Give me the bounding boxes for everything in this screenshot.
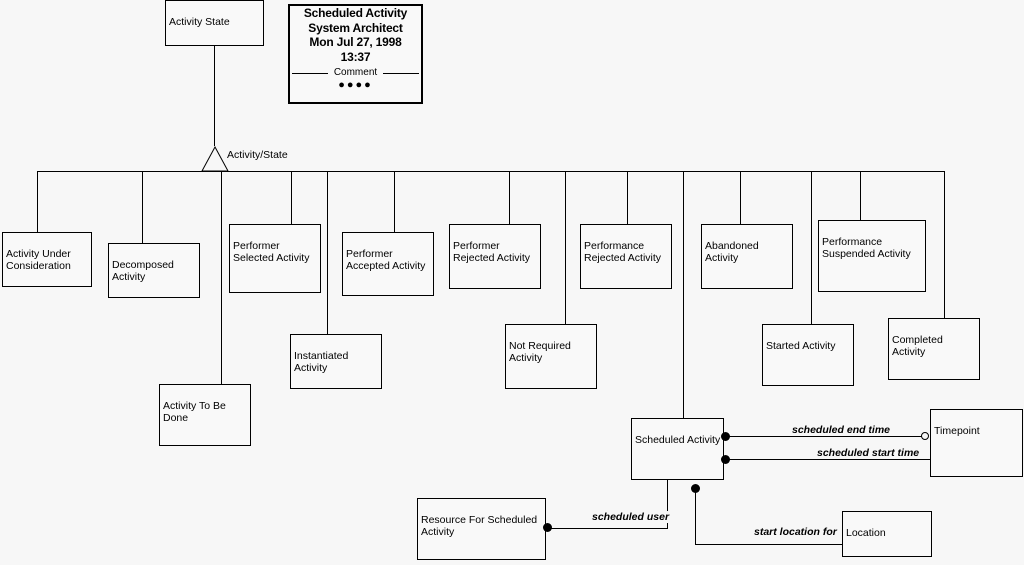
- relationship-line-start-location-for-horizontal[interactable]: [695, 544, 843, 545]
- comment-rule-left: [292, 73, 328, 74]
- entity-label: Activity To Be Done: [163, 399, 226, 425]
- discriminator-label: Activity/State: [226, 149, 289, 161]
- entity-started-activity[interactable]: Started Activity: [762, 324, 854, 386]
- entity-activity-to-be-done[interactable]: Activity To Be Done: [159, 384, 251, 446]
- stem-started-activity: [811, 171, 812, 325]
- comment-label: Comment: [333, 67, 378, 78]
- title-line-time: 13:37: [340, 49, 371, 64]
- optional-end-scheduled-end-time: [921, 432, 929, 440]
- entity-label: Location: [846, 526, 886, 539]
- title-line-tool: System Architect: [308, 20, 403, 35]
- entity-instantiated-activity[interactable]: Instantiated Activity: [290, 334, 382, 389]
- entity-performer-rejected-activity[interactable]: Performer Rejected Activity: [449, 224, 541, 289]
- entity-label: Resource For Scheduled Activity: [421, 513, 538, 539]
- entity-performance-suspended-activity[interactable]: Performance Suspended Activity: [818, 220, 926, 292]
- entity-label: Not Required Activity: [509, 339, 571, 365]
- mandatory-end-scheduled-user: [543, 523, 552, 532]
- stem-completed-activity: [944, 171, 945, 319]
- entity-label: Abandoned Activity: [705, 239, 759, 265]
- entity-activity-under-consideration[interactable]: Activity Under Consideration: [2, 232, 92, 287]
- stem-performer-accepted-activity: [394, 171, 395, 233]
- entity-label: Timepoint: [934, 424, 980, 437]
- stem-performer-rejected-activity: [509, 171, 510, 225]
- entity-decomposed-activity[interactable]: Decomposed Activity: [108, 243, 200, 298]
- stem-abandoned-activity: [740, 171, 741, 225]
- relationship-line-scheduled-end-time[interactable]: [724, 436, 924, 437]
- relationship-line-scheduled-start-time[interactable]: [724, 459, 931, 460]
- generalization-bus: [37, 171, 945, 172]
- entity-label: Performer Accepted Activity: [346, 247, 426, 273]
- comment-dots: ●●●●: [338, 79, 373, 91]
- relationship-label-scheduled-user: scheduled user: [590, 511, 672, 523]
- entity-label: Performance Suspended Activity: [822, 235, 911, 261]
- relationship-line-scheduled-user-horizontal[interactable]: [547, 528, 668, 529]
- entity-label: Performer Rejected Activity: [453, 239, 531, 265]
- entity-label: Instantiated Activity: [294, 349, 349, 375]
- entity-timepoint[interactable]: Timepoint: [930, 409, 1023, 477]
- relationship-label-scheduled-start-time: scheduled start time: [815, 447, 922, 459]
- title-block: Scheduled Activity System Architect Mon …: [288, 4, 423, 104]
- stem-not-required-activity: [565, 171, 566, 325]
- stem-performance-suspended-activity: [860, 171, 861, 221]
- entity-abandoned-activity[interactable]: Abandoned Activity: [701, 224, 793, 289]
- entity-completed-activity[interactable]: Completed Activity: [888, 318, 980, 380]
- entity-location[interactable]: Location: [842, 511, 932, 557]
- entity-label: Activity Under Consideration: [6, 247, 71, 273]
- mandatory-end-scheduled-end-time: [721, 432, 730, 441]
- entity-not-required-activity[interactable]: Not Required Activity: [505, 324, 597, 389]
- stem-activity-to-be-done: [221, 171, 222, 385]
- entity-performer-selected-activity[interactable]: Performer Selected Activity: [229, 224, 321, 293]
- relationship-line-start-location-for-vertical[interactable]: [695, 489, 696, 545]
- entity-label: Started Activity: [766, 339, 836, 352]
- entity-resource-for-scheduled-activity[interactable]: Resource For Scheduled Activity: [417, 498, 546, 560]
- stem-activity-under-consideration: [37, 171, 38, 233]
- entity-label: Performance Rejected Activity: [584, 239, 662, 265]
- entity-performer-accepted-activity[interactable]: Performer Accepted Activity: [342, 232, 434, 296]
- entity-label: Activity State: [169, 15, 230, 28]
- stem-scheduled-activity: [683, 171, 684, 419]
- stem-instantiated-activity: [327, 171, 328, 335]
- entity-performance-rejected-activity[interactable]: Performance Rejected Activity: [580, 224, 672, 289]
- entity-scheduled-activity[interactable]: Scheduled Activity: [631, 418, 724, 480]
- title-line-model: Scheduled Activity: [303, 6, 408, 20]
- entity-label: Decomposed Activity: [112, 258, 174, 284]
- entity-activity-state[interactable]: Activity State: [165, 0, 264, 46]
- entity-label: Scheduled Activity: [635, 433, 721, 446]
- comment-separator: Comment: [290, 66, 421, 80]
- comment-rule-right: [383, 73, 419, 74]
- stem-decomposed-activity: [142, 171, 143, 244]
- stem-performer-selected-activity: [291, 171, 292, 225]
- title-line-date: Mon Jul 27, 1998: [309, 35, 402, 49]
- entity-label: Performer Selected Activity: [233, 239, 310, 265]
- relationship-label-scheduled-end-time: scheduled end time: [790, 424, 893, 436]
- entity-label: Completed Activity: [892, 333, 943, 359]
- relationship-label-start-location-for: start location for: [752, 526, 839, 538]
- mandatory-end-scheduled-start-time: [721, 455, 730, 464]
- generalization-spine: [214, 46, 215, 146]
- stem-performance-rejected-activity: [627, 171, 628, 225]
- mandatory-end-start-location-for: [691, 484, 700, 493]
- relationship-line-scheduled-user-vertical[interactable]: [667, 480, 668, 528]
